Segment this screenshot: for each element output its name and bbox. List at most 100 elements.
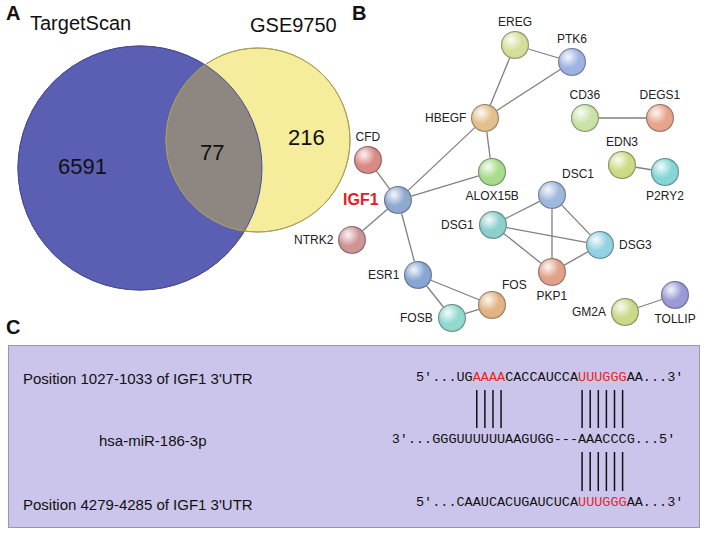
- interaction-edge: [431, 280, 479, 299]
- venn-set-title: TargetScan: [30, 12, 131, 35]
- pairing-bar: [589, 452, 591, 491]
- protein-node: DSC1: [538, 181, 566, 209]
- protein-node: DSG1: [479, 211, 507, 239]
- gene-label: FOSB: [399, 311, 434, 325]
- pairing-bar: [589, 390, 591, 428]
- panel-letter: A: [6, 2, 20, 25]
- gene-label: EREG: [497, 15, 533, 29]
- gene-label: PKP1: [536, 289, 569, 303]
- interaction-edge: [562, 205, 591, 235]
- protein-node: DEGS1: [646, 104, 674, 132]
- interaction-edge: [507, 228, 586, 243]
- gene-label: ESR1: [367, 268, 400, 282]
- pairing-bar: [581, 390, 583, 428]
- pairing-bar: [500, 390, 502, 428]
- venn-circle: GSE9750216: [166, 48, 350, 232]
- protein-node: HBEGF: [471, 104, 499, 132]
- site-caption: Position 4279-4285 of IGF1 3'UTR: [23, 496, 253, 513]
- venn-circle: TargetScan6591: [18, 46, 262, 290]
- interaction-edge: [465, 309, 478, 313]
- site-caption: Position 1027-1033 of IGF1 3'UTR: [23, 370, 253, 387]
- gene-label: FOS: [501, 278, 528, 292]
- gene-label: CD36: [569, 88, 602, 102]
- gene-label: EDN3: [605, 135, 639, 149]
- gene-label: P2RY2: [645, 189, 685, 203]
- gene-label: TOLLIP: [654, 312, 697, 326]
- protein-node: CFD: [354, 146, 382, 174]
- venn-set-title: GSE9750: [250, 14, 337, 37]
- interaction-edge: [408, 128, 475, 191]
- panel-letter: C: [6, 316, 20, 339]
- sequence-fragment: UUUGGG: [578, 370, 627, 385]
- gene-label: DEGS1: [639, 88, 682, 102]
- protein-node: GM2A: [611, 298, 639, 326]
- interaction-edge: [638, 300, 661, 308]
- sequence-fragment: AA...3': [627, 495, 684, 510]
- sequence-fragment: CACCAUCCA: [505, 370, 578, 385]
- interaction-edge: [427, 286, 444, 307]
- protein-node: EDN3: [608, 151, 636, 179]
- venn-count: 77: [200, 140, 224, 166]
- interaction-edge: [363, 209, 388, 231]
- sequence-row: 5'...CAAUCACUGAUCUCAUUUGGGAA...3': [416, 495, 683, 511]
- protein-node: CD36: [571, 104, 599, 132]
- gene-label: ALOX15B: [465, 189, 520, 203]
- pairing-bar: [598, 452, 600, 491]
- protein-node: FOS: [478, 291, 506, 319]
- pairing-bar: [606, 452, 608, 491]
- gene-label: DSG3: [618, 238, 653, 252]
- venn-outline: [18, 46, 262, 290]
- protein-node: DSG3: [586, 231, 614, 259]
- site-caption: hsa-miR-186-3p: [99, 432, 207, 449]
- pairing-bar: [606, 390, 608, 428]
- pairing-bar: [598, 390, 600, 428]
- gene-label: GM2A: [571, 305, 607, 319]
- interaction-edge: [564, 252, 588, 265]
- gene-label: NTRK2: [293, 233, 334, 247]
- pairing-bar: [581, 452, 583, 491]
- interaction-edge: [490, 58, 509, 105]
- sequence-fragment: 5'...CAAUCACUGAUCUCA: [416, 495, 578, 510]
- protein-node: IGF1: [384, 186, 412, 214]
- gene-label: DSG1: [440, 218, 475, 232]
- protein-node: FOSB: [438, 304, 466, 332]
- interaction-edge: [505, 201, 539, 218]
- protein-node: TOLLIP: [661, 281, 689, 309]
- sequence-fragment: 3'...GGGUUUUUUAAGUGG---AAACCCG...5': [392, 432, 676, 447]
- pairing-bar: [476, 390, 478, 428]
- interaction-edge: [636, 167, 651, 170]
- panel-letter: B: [352, 2, 366, 25]
- sequence-fragment: 5'...UG: [416, 370, 473, 385]
- interaction-edge: [504, 234, 541, 264]
- sequence-fragment: AA...3': [627, 370, 684, 385]
- sequence-row: 5'...UGAAAACACCAUCCAUUUGGGAA...3': [416, 370, 683, 386]
- interaction-edge: [551, 209, 552, 258]
- venn-outline: [166, 48, 350, 232]
- protein-node: PKP1: [538, 258, 566, 286]
- sequence-fragment: AAAA: [473, 370, 505, 385]
- interaction-edge: [376, 171, 389, 189]
- protein-node: NTRK2: [338, 226, 366, 254]
- venn-set-area: [166, 48, 350, 232]
- pairing-bar: [622, 452, 624, 491]
- interaction-edge: [402, 214, 415, 262]
- venn-overlap-area: [166, 48, 350, 232]
- gene-label: HBEGF: [424, 111, 467, 125]
- sequence-fragment: UUUGGG: [578, 495, 627, 510]
- pairing-bar: [492, 390, 494, 428]
- protein-node: ALOX15B: [478, 158, 506, 186]
- pairing-bar: [484, 390, 486, 428]
- pairing-bar: [622, 390, 624, 428]
- protein-node: P2RY2: [651, 158, 679, 186]
- gene-label: IGF1: [342, 191, 380, 209]
- interaction-edge: [497, 70, 560, 111]
- gene-label: CFD: [355, 130, 382, 144]
- pairing-bar: [614, 390, 616, 428]
- venn-count: 6591: [58, 154, 107, 180]
- gene-label: PTK6: [556, 32, 588, 46]
- venn-count: 216: [288, 125, 325, 151]
- sequence-row: 3'...GGGUUUUUUAAGUGG---AAACCCG...5': [392, 432, 676, 448]
- interaction-edge: [487, 132, 490, 158]
- protein-node: EREG: [501, 31, 529, 59]
